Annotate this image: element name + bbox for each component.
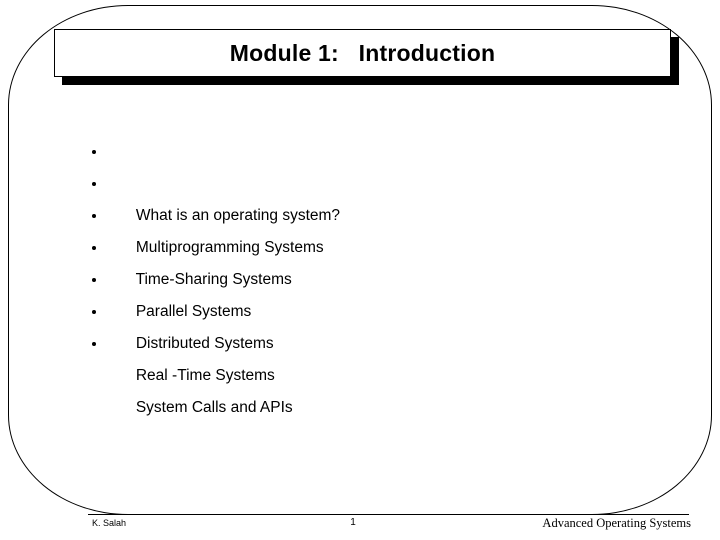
- slide-title-block: Module 1: Introduction: [54, 29, 679, 85]
- list-item: Real -Time Systems: [88, 296, 648, 384]
- footer-course-title: Advanced Operating Systems: [542, 516, 691, 530]
- footer-page-number: 1: [350, 517, 356, 528]
- bullet-dot-icon: [92, 150, 96, 154]
- list-item-label: Multiprogramming Systems: [135, 239, 324, 256]
- list-item: Parallel Systems: [88, 232, 648, 320]
- bullet-dot-icon: [92, 246, 96, 250]
- bullet-list: What is an operating system? Multiprogra…: [88, 136, 648, 416]
- list-item-label: Distributed Systems: [135, 335, 274, 352]
- list-item-label: Real -Time Systems: [135, 367, 275, 384]
- list-item-label: What is an operating system?: [135, 207, 341, 224]
- list-item-label: Parallel Systems: [135, 303, 252, 320]
- bullet-dot-icon: [92, 278, 96, 282]
- list-item: What is an operating system?: [88, 136, 648, 224]
- page-title: Module 1: Introduction: [229, 39, 496, 66]
- bullet-dot-icon: [92, 214, 96, 218]
- list-item: Distributed Systems: [88, 264, 648, 352]
- slide-footer: K. Salah 1 Advanced Operating Systems: [0, 516, 720, 538]
- list-item: Time-Sharing Systems: [88, 200, 648, 288]
- bullet-dot-icon: [92, 182, 96, 186]
- list-item: System Calls and APIs: [88, 328, 648, 416]
- bullet-dot-icon: [92, 310, 96, 314]
- list-item-label: Time-Sharing Systems: [135, 271, 292, 288]
- title-box: Module 1: Introduction: [54, 29, 671, 77]
- list-item: Multiprogramming Systems: [88, 168, 648, 256]
- bullet-dot-icon: [92, 342, 96, 346]
- footer-divider: [88, 514, 689, 515]
- list-item-label: System Calls and APIs: [135, 399, 293, 416]
- footer-author: K. Salah: [92, 518, 127, 528]
